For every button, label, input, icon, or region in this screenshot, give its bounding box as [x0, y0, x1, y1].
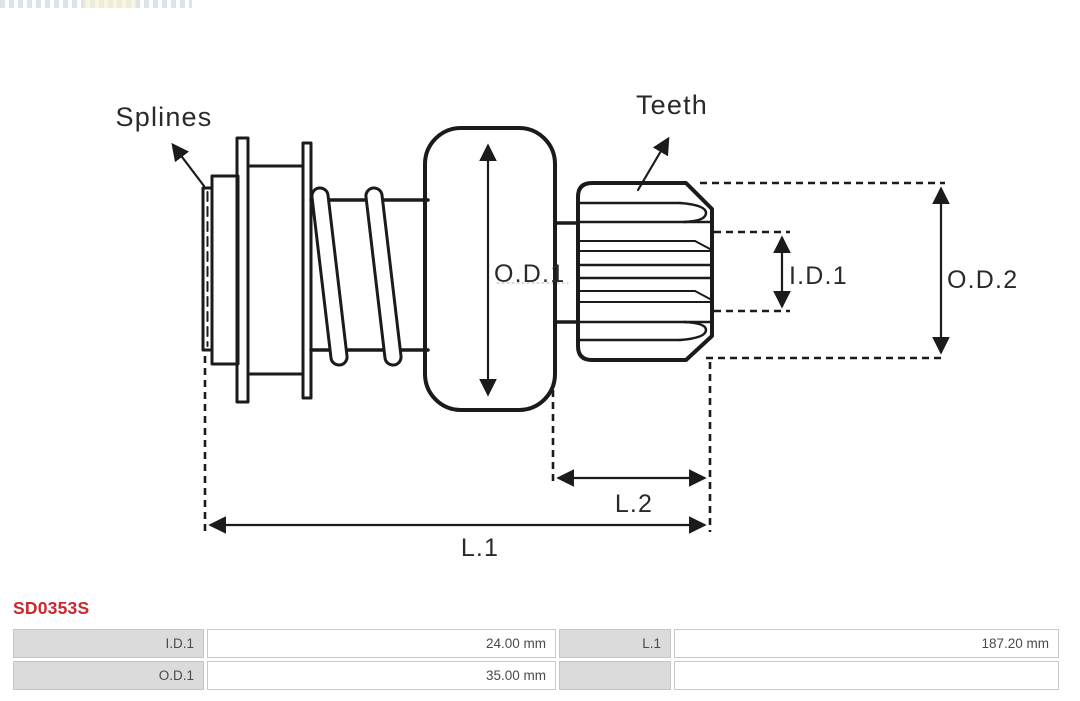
leader-arrow-splines	[171, 142, 206, 188]
collar	[210, 174, 240, 366]
leader-arrow-teeth	[636, 136, 670, 192]
spec-value: 24.00 mm	[207, 629, 556, 658]
flange-right	[301, 141, 313, 400]
spec-value: 187.20 mm	[674, 629, 1059, 658]
spec-table: I.D.1 24.00 mm L.1 187.20 mm O.D.1 35.00…	[13, 629, 1064, 690]
spec-label	[559, 661, 671, 690]
tooth-arc-bottom	[678, 320, 708, 342]
spring-coil-1	[310, 186, 349, 367]
part-info-section: SD0353S I.D.1 24.00 mm L.1 187.20 mm O.D…	[13, 598, 1064, 690]
label-od1: O.D.1	[494, 260, 565, 288]
starter-drive-drawing: Splines Teeth O.D.1 I.D.1 O.D.2 L.2 L.1	[116, 90, 1018, 562]
tooth-groove-1	[577, 240, 713, 252]
dimension-arrows	[208, 143, 950, 534]
label-id1: I.D.1	[789, 262, 848, 290]
page-artifact-strip	[0, 0, 192, 8]
label-l2: L.2	[615, 490, 653, 518]
label-teeth: Teeth	[636, 90, 708, 120]
drum	[246, 164, 305, 376]
gear-teeth-lines	[576, 201, 714, 342]
extension-lines	[203, 181, 945, 532]
spec-label: I.D.1	[13, 629, 204, 658]
label-od2: O.D.2	[947, 266, 1018, 294]
spring-coil-2	[364, 186, 403, 367]
tooth-arc-top	[678, 201, 708, 224]
spec-label: L.1	[559, 629, 671, 658]
spec-value	[674, 661, 1059, 690]
page-artifact-tint	[84, 0, 136, 8]
label-splines: Splines	[116, 102, 213, 132]
spec-value: 35.00 mm	[207, 661, 556, 690]
technical-diagram: Splines Teeth O.D.1 I.D.1 O.D.2 L.2 L.1	[116, 90, 1018, 562]
tooth-groove-2	[577, 290, 713, 303]
label-l1: L.1	[461, 534, 499, 562]
pinion-gear	[576, 181, 714, 362]
part-number: SD0353S	[13, 598, 90, 618]
spec-label: O.D.1	[13, 661, 204, 690]
clutch-body	[423, 126, 557, 412]
